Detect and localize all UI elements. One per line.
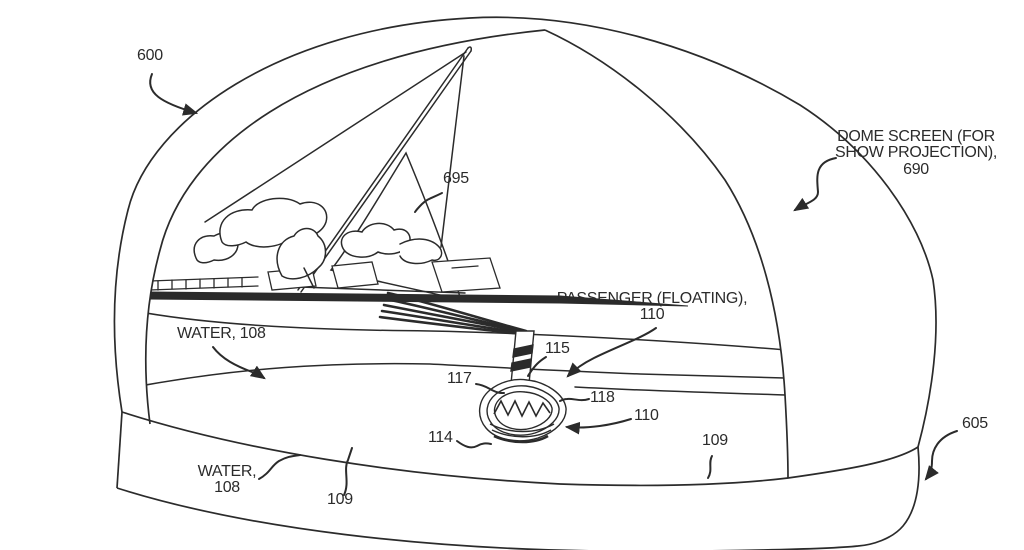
leader-695 bbox=[414, 192, 443, 213]
label-605: 605 bbox=[962, 415, 988, 432]
base-ring-right-edge bbox=[857, 446, 920, 547]
figure-arm-line bbox=[303, 267, 315, 289]
leader-109-right bbox=[707, 455, 713, 479]
boat-thwart-lattice bbox=[493, 399, 551, 418]
projected-show-scene bbox=[145, 46, 787, 444]
floating-boat bbox=[479, 330, 567, 444]
label-110-boat: 110 bbox=[634, 407, 659, 424]
label-passenger-line1: PASSENGER (FLOATING), bbox=[556, 290, 748, 307]
label-117: 117 bbox=[447, 370, 472, 387]
label-600: 600 bbox=[137, 47, 163, 64]
label-109-right: 109 bbox=[702, 432, 728, 449]
rigging-stay bbox=[204, 51, 467, 223]
arrow-690 bbox=[793, 157, 837, 212]
leader-114 bbox=[456, 440, 492, 449]
dome-outer-arc bbox=[113, 16, 937, 448]
arrow-605 bbox=[924, 430, 958, 481]
base-ring-left-edge bbox=[116, 411, 123, 489]
base-ring-top-edge bbox=[121, 411, 919, 487]
leader-109-left bbox=[343, 447, 353, 496]
label-water-lower: WATER, 108 bbox=[188, 463, 266, 497]
arm-paddle bbox=[399, 238, 443, 265]
label-695: 695 bbox=[443, 170, 469, 187]
label-114: 114 bbox=[428, 429, 453, 446]
label-109-left: 109 bbox=[327, 491, 353, 508]
label-dome-screen-line1: DOME SCREEN (FOR bbox=[837, 128, 995, 145]
label-passenger-ref: 110 bbox=[639, 306, 665, 324]
cloud-right bbox=[340, 222, 411, 258]
arrow-600 bbox=[149, 73, 199, 116]
leader-117 bbox=[475, 383, 505, 394]
base-ring-bottom-edge bbox=[116, 487, 859, 550]
label-dome-screen-ref: 690 bbox=[903, 160, 929, 178]
label-passenger: PASSENGER (FLOATING), 110 bbox=[556, 290, 748, 324]
rigging-stay-right bbox=[440, 55, 465, 248]
dome-opening-edge bbox=[144, 29, 546, 425]
label-dome-screen-line2: SHOW PROJECTION), bbox=[834, 144, 997, 162]
boom bbox=[299, 286, 466, 294]
deck-railing bbox=[149, 276, 259, 291]
arrow-passenger-110 bbox=[566, 327, 657, 378]
mast bbox=[297, 46, 472, 293]
dome-rib bbox=[544, 29, 789, 479]
label-115: 115 bbox=[545, 340, 570, 357]
arrow-water-upper bbox=[212, 346, 266, 380]
label-water-lower-line1: WATER, bbox=[197, 463, 257, 480]
base-ring bbox=[116, 411, 920, 550]
leader-water-lower bbox=[258, 454, 301, 480]
label-water-lower-line2: 108 bbox=[214, 479, 240, 497]
boat-inner-rim bbox=[493, 391, 553, 431]
leaders bbox=[149, 73, 958, 496]
dome-shell bbox=[113, 16, 937, 479]
clouds bbox=[193, 197, 443, 280]
arrow-110-boat bbox=[564, 418, 632, 435]
boat-post bbox=[510, 330, 535, 385]
label-dome-screen: DOME SCREEN (FOR SHOW PROJECTION), 690 bbox=[826, 128, 1006, 178]
label-water-upper: WATER, 108 bbox=[177, 325, 266, 342]
leader-118 bbox=[559, 397, 590, 402]
leader-115 bbox=[527, 356, 547, 377]
boat-bottom-planks bbox=[489, 423, 555, 444]
label-118: 118 bbox=[590, 389, 615, 406]
